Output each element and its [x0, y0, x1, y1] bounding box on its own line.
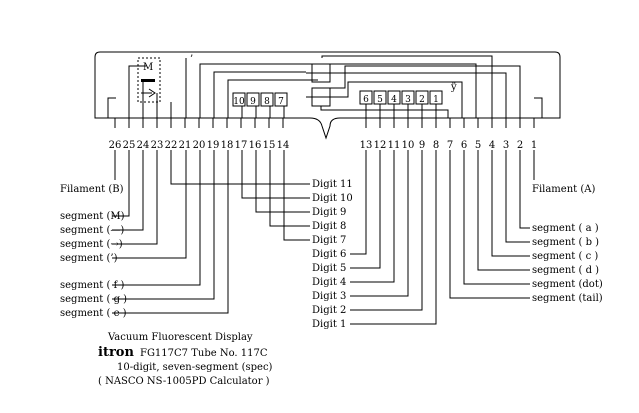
label-segment-g: segment ( g ) — [60, 294, 127, 305]
pin-number-label: 1 — [531, 140, 537, 151]
digit-label: Digit 4 — [312, 277, 346, 288]
label-filament-a: Filament (A) — [532, 184, 595, 195]
pin-number-label: 7 — [447, 140, 453, 151]
pin-number-label: 19 — [207, 140, 220, 151]
digit-label: Digit 9 — [312, 207, 346, 218]
digit-label: Digit 10 — [312, 193, 353, 204]
caption-line3: 10-digit, seven-segment (spec) — [117, 362, 273, 373]
pin-number-label: 10 — [402, 140, 415, 151]
label-segment-tail: segment (tail) — [532, 293, 603, 304]
apostrophe-symbol-icon: ’ — [190, 54, 193, 65]
digit-label: Digit 11 — [312, 179, 353, 190]
caption-line1: Vacuum Fluorescent Display — [107, 332, 253, 343]
label-segment-m: segment (M) — [60, 211, 125, 222]
digit-box-label: 3 — [405, 95, 411, 105]
pin-number-label: 26 — [109, 140, 122, 151]
pin-number-label: 9 — [419, 140, 425, 151]
digit-box-label: 8 — [264, 97, 270, 107]
pin-number-label: 22 — [165, 140, 178, 151]
pin-number-label: 25 — [123, 140, 136, 151]
digit-label: Digit 5 — [312, 263, 346, 274]
pin-number-label: 11 — [388, 140, 401, 151]
tube-envelope — [94, 51, 561, 140]
caption-model: FG117C7 Tube No. 117C — [140, 348, 268, 359]
digit-box-label: 7 — [278, 97, 284, 107]
label-segment-b: segment ( b ) — [532, 237, 599, 248]
pin-number-label: 18 — [221, 140, 234, 151]
pins-left-group — [114, 118, 284, 128]
digit-box-label: 2 — [419, 95, 425, 105]
pins-right-group — [365, 118, 535, 128]
minus-segment-icon — [141, 79, 155, 82]
label-segment-c: segment ( c ) — [532, 251, 598, 262]
pin-number-label: 23 — [151, 140, 164, 151]
digit-label: Digit 8 — [312, 221, 346, 232]
label-segment-e: segment ( e ) — [60, 308, 127, 319]
digit-box-label: 1 — [433, 95, 439, 105]
digit-box — [246, 92, 260, 107]
m-symbol-icon: M — [143, 62, 153, 73]
pin-number-label: 15 — [263, 140, 276, 151]
digit-box — [232, 92, 246, 107]
digit-box — [274, 92, 288, 107]
label-segment-f: segment ( f ) — [60, 280, 124, 291]
digit-box-label: 10 — [233, 97, 245, 107]
digit-box-label: 9 — [250, 97, 256, 107]
label-filament-b: Filament (B) — [60, 184, 124, 195]
pin-number-label: 4 — [489, 140, 495, 151]
tail-symbol-icon: ÿ — [450, 82, 457, 93]
pin-number-label: 16 — [249, 140, 262, 151]
pin-number-label: 21 — [179, 140, 192, 151]
filament-a-hook — [534, 97, 543, 118]
digit-box — [260, 92, 274, 107]
digit-box-label: 4 — [391, 95, 397, 105]
digit-label: Digit 7 — [312, 235, 346, 246]
pin-number-label: 8 — [433, 140, 439, 151]
digit-box-label: 6 — [363, 95, 369, 105]
label-segment-minus: segment (—) — [60, 225, 124, 236]
digit-label: Digit 6 — [312, 249, 346, 260]
digit-label: Digit 2 — [312, 305, 346, 316]
pin-number-label: 2 — [517, 140, 523, 151]
label-segment-dot: segment (dot) — [532, 279, 603, 290]
label-segment-arrow: segment (→) — [60, 239, 123, 250]
digit-label: Digit 1 — [312, 319, 346, 330]
digit-label: Digit 3 — [312, 291, 346, 302]
pin-number-label: 14 — [277, 140, 290, 151]
digit-box-label: 5 — [377, 95, 383, 105]
label-segment-a: segment ( a ) — [532, 223, 599, 234]
filament-b-hook — [107, 97, 116, 118]
pin-number-label: 24 — [137, 140, 150, 151]
internal-wiring — [128, 55, 521, 118]
digit-labels: Digit 11 Digit 10 Digit 9 Digit 8 Digit 7 Dig… — [312, 179, 353, 330]
label-segment-apostrophe: segment (’) — [60, 253, 118, 264]
annunciator-box — [137, 57, 161, 103]
caption-line4: ( NASCO NS-1005PD Calculator ) — [98, 376, 270, 387]
pin-number-label: 12 — [374, 140, 387, 151]
pin-number-label: 13 — [360, 140, 373, 151]
pin-number-label: 5 — [475, 140, 481, 151]
pin-number-label: 20 — [193, 140, 206, 151]
pin-number-label: 17 — [235, 140, 248, 151]
leader-lines — [112, 150, 535, 325]
pin-number-label: 3 — [503, 140, 509, 151]
pin-number-label: 6 — [461, 140, 467, 151]
caption-brand: itron — [98, 345, 134, 360]
label-segment-d: segment ( d ) — [532, 265, 599, 276]
